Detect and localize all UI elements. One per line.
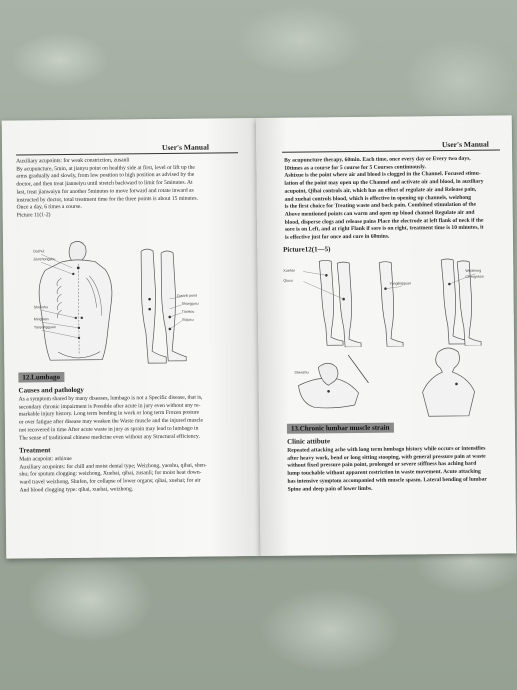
figure-label: Weizhong (465, 269, 481, 273)
text-line: And blood clogging type: qihai, xuehai, … (19, 486, 134, 494)
figure-label: Dazhui (33, 249, 44, 253)
figure-label: Yaoyangguan (34, 325, 56, 329)
figure-label: Yanglingquan (389, 281, 411, 285)
body-text: By acupuncture therapy, 60min. Each time… (284, 155, 507, 242)
figure-label: Tiaokou (182, 310, 195, 314)
intro-text: Auxiliary acupoints: for weak constricti… (16, 156, 247, 220)
section-tag: 13.Chronic lumbar muscle strain (286, 422, 394, 434)
page-header: User's Manual (441, 139, 489, 150)
causes-heading: Causes and pathology (18, 385, 84, 395)
text-line: is effective just for once and cure in 6… (284, 233, 390, 241)
figure-label: Chengshan (465, 275, 483, 279)
text-line: Spine and deep pain of lower limbs. (287, 485, 373, 493)
right-page: User's Manual By acupuncture therapy, 60… (255, 115, 517, 556)
back-anatomy-figure: Dazhui Jianzhongshu Shenshu Mingmen Yaoy… (33, 241, 113, 361)
header-rule (282, 149, 501, 153)
treatment-heading: Treatment (19, 446, 51, 455)
figure-label: Xuehai (283, 269, 294, 273)
page-header: User's Manual (161, 142, 209, 153)
figure-label: Jianzhongshu (33, 257, 55, 261)
causes-text: As a symptom shared by many diseases, lu… (19, 394, 251, 443)
figure-label: Zusanli point (177, 294, 197, 298)
figure-label: Shangjuxu (182, 302, 199, 306)
hand-pressing-figure: Shenshu (294, 347, 475, 417)
treatment-text: Main acupoint: ashixue Auxiliary acupoin… (19, 454, 251, 495)
figure-label: Xiajuxu (182, 318, 194, 322)
section-tag: 12.Lumbago (18, 372, 64, 383)
leg-anatomy-figure: Zusanli point Shangjuxu Tiaokou Xiajuxu (140, 248, 199, 364)
figure-label: Mingmen (34, 317, 49, 321)
open-manual-book: User's Manual Auxiliary acupoints: for w… (1, 115, 517, 560)
clinic-heading: Clinic attibute (287, 437, 331, 446)
header-rule (16, 152, 239, 156)
picture-caption: Picture12(1—5) (283, 245, 331, 254)
clinic-text: Repeated attacking ache with long term l… (287, 445, 509, 494)
figure-label: Shenshu (34, 305, 48, 309)
legs-anatomy-figure: Xuehai Qiuxu Yanglingquan Weizhong Cheng… (283, 258, 484, 348)
figure-label: Shenshu (294, 370, 308, 374)
left-page: User's Manual Auxiliary acupoints: for w… (1, 118, 261, 559)
figure-label: Qiuxu (283, 279, 292, 283)
